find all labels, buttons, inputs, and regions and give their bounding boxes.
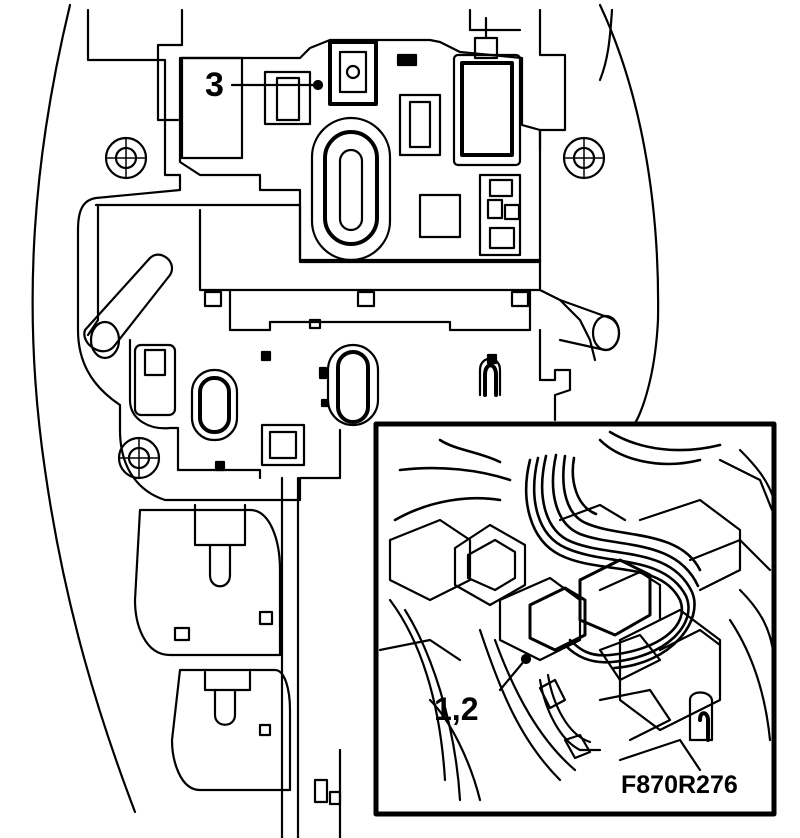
- oval-pad-upper-inner: [323, 130, 379, 246]
- oval-pad-lower-outer: [326, 343, 380, 427]
- inset-detail: [373, 421, 777, 817]
- console-outer-right-edge: [598, 3, 660, 432]
- lower-lamp-housing-1: [133, 508, 282, 657]
- lower-lamp-housing-2: [170, 668, 292, 792]
- connector-1: [528, 586, 587, 652]
- callout-label-1-2: 1,2: [434, 691, 479, 727]
- wire-harness: [393, 430, 722, 670]
- upper-frame-outline: [76, 8, 342, 502]
- right-switch: [452, 53, 522, 167]
- callout-line-1-2: [498, 658, 527, 692]
- switch-3-outer: [328, 40, 378, 106]
- switch-3-inner: [338, 50, 368, 94]
- console-assembly: [31, 3, 660, 838]
- screw-boss-left-bottom: [117, 436, 161, 480]
- console-outer-left-edge: [31, 3, 137, 814]
- light-tube-left: [83, 253, 173, 353]
- screw-boss-right: [562, 136, 606, 180]
- callout-label-3: 3: [205, 66, 224, 104]
- lower-console-outline: [128, 338, 262, 480]
- figure-id-label: F870R276: [621, 771, 738, 799]
- upper-module-housing: [178, 38, 542, 264]
- connector-2: [578, 558, 652, 637]
- screw-boss-left-top: [104, 136, 148, 180]
